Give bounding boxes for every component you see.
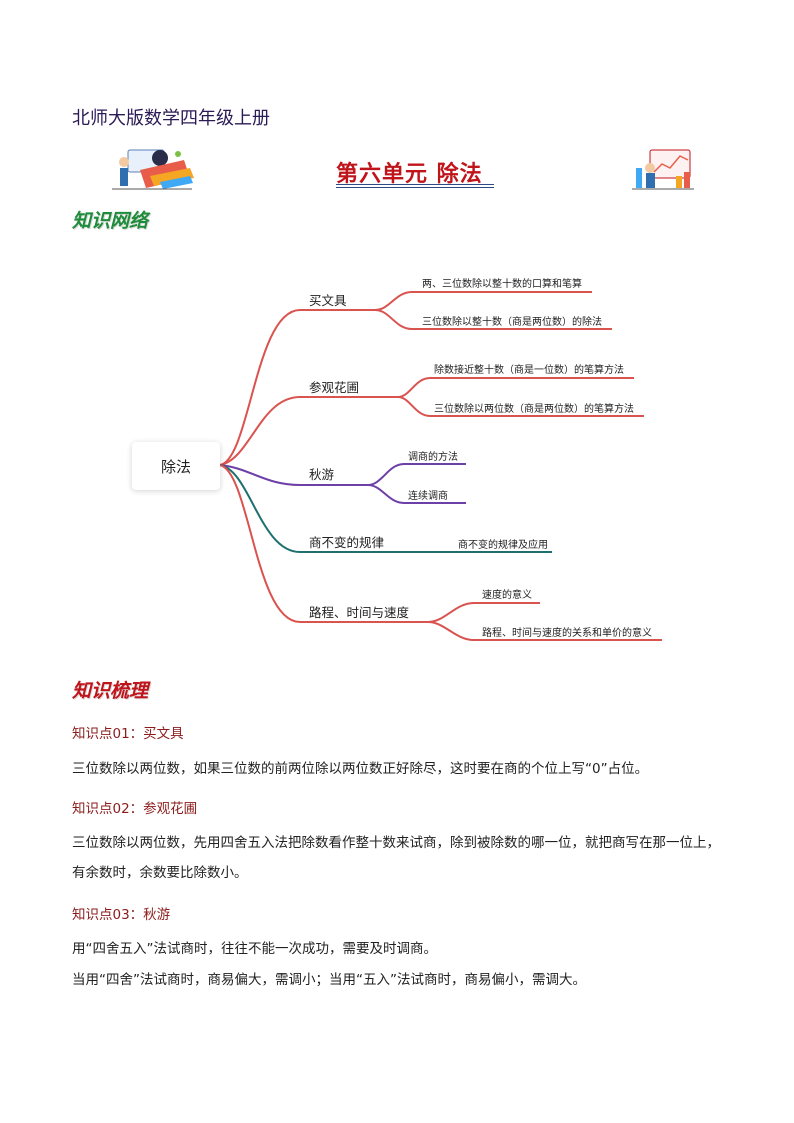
branch-label-2: 参观花圃 — [309, 380, 360, 395]
knowledge-point-1-text: 三位数除以两位数，如果三位数的前两位除以两位数正好除尽，这时要在商的个位上写“0… — [72, 761, 649, 777]
leaf-label-2-1: 除数接近整十数（商是一位数）的笔算方法 — [434, 365, 624, 376]
leaf-label-4-1: 商不变的规律及应用 — [458, 540, 548, 551]
knowledge-point-2-text: 三位数除以两位数，先用四舍五入法把除数看作整十数来试商，除到被除数的哪一位，就把… — [72, 835, 720, 881]
leaf-label-1-1: 两、三位数除以整十数的口算和笔算 — [422, 279, 582, 290]
leaf-label-5-1: 速度的意义 — [482, 590, 532, 601]
document-title: 北师大版数学四年级上册 — [72, 108, 270, 129]
mindmap-root: 除法 — [132, 442, 220, 490]
branch-label-4: 商不变的规律 — [309, 535, 385, 550]
knowledge-point-3-text-2: 当用“四舍”法试商时，商易偏大，需调小；当用“五入”法试商时，商易偏小，需调大。 — [72, 972, 586, 988]
unit-title: 第六单元 除法 — [336, 161, 483, 187]
presentation-illustration — [112, 149, 194, 190]
leaf-label-5-2: 路程、时间与速度的关系和单价的意义 — [482, 628, 652, 639]
knowledge-point-1-title: 知识点01：买文具 — [72, 726, 184, 742]
leaf-label-1-2: 三位数除以整十数（商是两位数）的除法 — [422, 317, 602, 328]
mindmap-root-label: 除法 — [160, 457, 191, 476]
knowledge-point-2-title: 知识点02：参观花圃 — [72, 801, 198, 817]
knowledge-review-heading: 知识梳理 — [72, 680, 149, 702]
leaf-label-3-2: 连续调商 — [408, 491, 448, 502]
branch-label-1: 买文具 — [309, 293, 347, 308]
branch-label-5: 路程、时间与速度 — [309, 605, 410, 620]
knowledge-point-3-text-1: 用“四舍五入”法试商时，往往不能一次成功，需要及时调商。 — [72, 941, 437, 957]
leaf-label-3-1: 调商的方法 — [408, 452, 458, 463]
title-underline — [336, 184, 494, 185]
knowledge-point-3-title: 知识点03：秋游 — [72, 907, 171, 923]
chart-illustration — [632, 149, 694, 190]
leaf-label-2-2: 三位数除以两位数（商是两位数）的笔算方法 — [434, 404, 634, 415]
title-underline-second — [336, 187, 494, 188]
connector-branch-2 — [219, 396, 398, 466]
knowledge-network-heading: 知识网络 — [72, 210, 149, 232]
connector-branch-3 — [219, 464, 368, 486]
branch-label-3: 秋游 — [309, 467, 335, 482]
